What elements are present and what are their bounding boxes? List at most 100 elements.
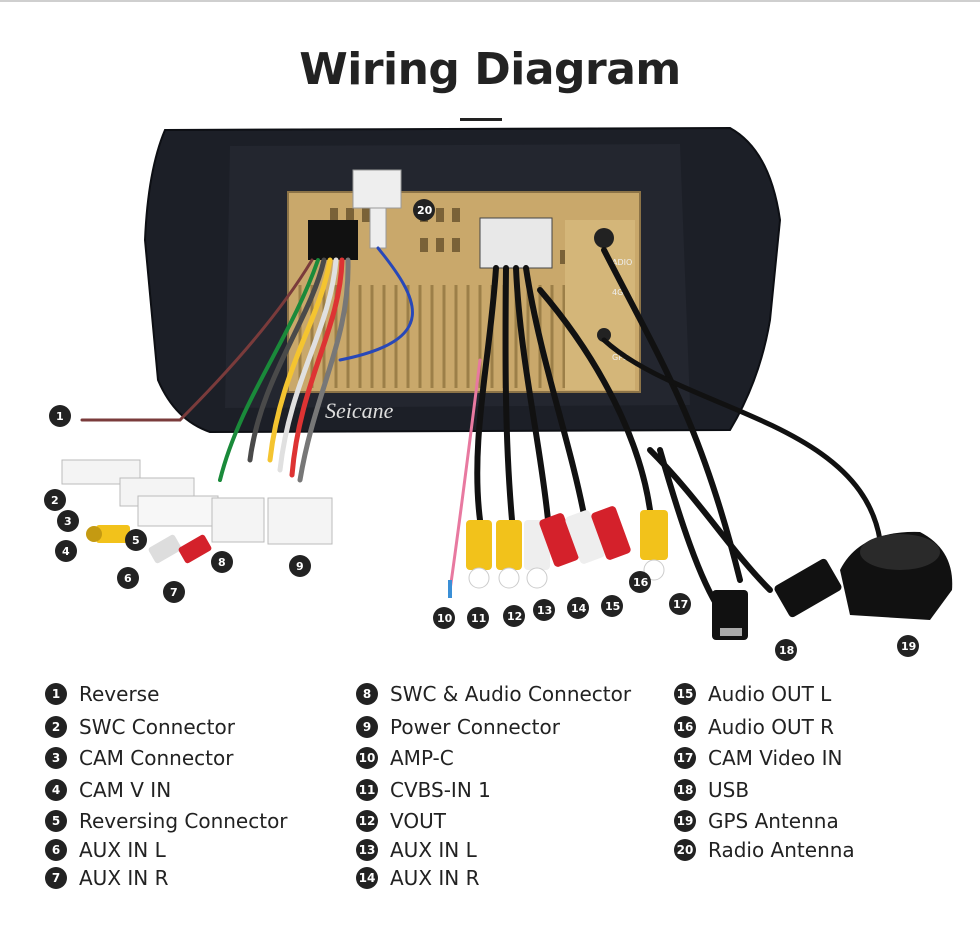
legend-number: 18 bbox=[674, 779, 696, 801]
legend-label: AMP-C bbox=[390, 746, 454, 770]
legend-number: 11 bbox=[356, 779, 378, 801]
aux-in-r-rca-plug bbox=[178, 534, 212, 564]
svg-text:1: 1 bbox=[56, 410, 64, 423]
svg-text:18: 18 bbox=[779, 644, 794, 657]
legend-number: 6 bbox=[45, 839, 67, 861]
legend-number: 7 bbox=[45, 867, 67, 889]
legend-item: 1 Reverse bbox=[45, 682, 159, 706]
svg-text:20: 20 bbox=[417, 204, 433, 217]
legend-label: CVBS-IN 1 bbox=[390, 778, 491, 802]
svg-text:13: 13 bbox=[537, 604, 552, 617]
legend-item: 14 AUX IN R bbox=[356, 866, 480, 890]
svg-text:8: 8 bbox=[218, 556, 226, 569]
aux-in-l-rca-plug bbox=[148, 534, 182, 564]
brand-watermark: Seicane bbox=[325, 398, 394, 423]
legend-item: 17 CAM Video IN bbox=[674, 746, 843, 770]
rca-plugs-bottom bbox=[466, 506, 668, 589]
legend-number: 10 bbox=[356, 747, 378, 769]
legend-item: 13 AUX IN L bbox=[356, 838, 477, 862]
svg-text:10: 10 bbox=[437, 612, 453, 625]
swc-audio-connector bbox=[211, 497, 265, 543]
svg-text:4: 4 bbox=[62, 545, 70, 558]
svg-text:2: 2 bbox=[51, 494, 59, 507]
radio-antenna-connector bbox=[352, 169, 402, 209]
antenna-socket-panel bbox=[565, 220, 635, 390]
svg-text:16: 16 bbox=[633, 576, 649, 589]
legend-label: AUX IN L bbox=[390, 838, 477, 862]
svg-text:5: 5 bbox=[132, 534, 140, 547]
legend-label: Reversing Connector bbox=[79, 809, 288, 833]
legend-item: 10 AMP-C bbox=[356, 746, 454, 770]
legend-number: 5 bbox=[45, 810, 67, 832]
svg-text:3: 3 bbox=[64, 515, 72, 528]
legend-item: 3 CAM Connector bbox=[45, 746, 233, 770]
radio-antenna-jack bbox=[594, 228, 614, 248]
multi-pin-socket bbox=[479, 217, 553, 269]
legend-number: 9 bbox=[356, 716, 378, 738]
title-underline bbox=[460, 118, 502, 121]
legend-number: 19 bbox=[674, 810, 696, 832]
legend-number: 1 bbox=[45, 683, 67, 705]
legend-label: SWC & Audio Connector bbox=[390, 682, 632, 706]
legend-item: 19 GPS Antenna bbox=[674, 809, 839, 833]
svg-text:14: 14 bbox=[571, 602, 587, 615]
legend-item: 7 AUX IN R bbox=[45, 866, 169, 890]
legend-label: Reverse bbox=[79, 682, 160, 706]
legend-number: 17 bbox=[674, 747, 696, 769]
main-socket bbox=[308, 220, 358, 260]
legend-number: 8 bbox=[356, 683, 378, 705]
legend-label: Audio OUT R bbox=[708, 715, 835, 739]
legend-label: Radio Antenna bbox=[708, 838, 855, 862]
svg-text:19: 19 bbox=[901, 640, 916, 653]
legend-label: CAM V IN bbox=[79, 778, 172, 802]
svg-text:12: 12 bbox=[507, 610, 522, 623]
legend-label: CAM Connector bbox=[79, 746, 234, 770]
legend-item: 8 SWC & Audio Connector bbox=[356, 682, 631, 706]
legend-number: 4 bbox=[45, 779, 67, 801]
legend-item: 4 CAM V IN bbox=[45, 778, 171, 802]
legend-item: 11 CVBS-IN 1 bbox=[356, 778, 491, 802]
usb-connectors bbox=[712, 558, 842, 640]
legend-number: 12 bbox=[356, 810, 378, 832]
legend-label: AUX IN R bbox=[79, 866, 169, 890]
page-title: Wiring Diagram bbox=[299, 44, 681, 95]
white-multi-connector bbox=[137, 495, 219, 527]
panel-label-4g: 4G bbox=[612, 288, 623, 297]
legend-item: 18 USB bbox=[674, 778, 749, 802]
svg-text:15: 15 bbox=[605, 600, 620, 613]
panel-label-gps: GPS bbox=[612, 353, 628, 362]
legend-label: USB bbox=[708, 778, 750, 802]
legend-number: 3 bbox=[45, 747, 67, 769]
legend-label: AUX IN L bbox=[79, 838, 166, 862]
legend-number: 14 bbox=[356, 867, 378, 889]
svg-text:6: 6 bbox=[124, 572, 132, 585]
wiring-diagram-illustration: ADIO 4G GPS Seicane bbox=[44, 126, 953, 661]
legend-item: 16 Audio OUT R bbox=[674, 715, 834, 739]
legend-item: 15 Audio OUT L bbox=[674, 682, 831, 706]
legend-label: CAM Video IN bbox=[708, 746, 843, 770]
power-connector bbox=[267, 497, 333, 545]
diagram-callouts: 1 2 3 4 5 6 7 8 9 10 11 12 13 14 15 16 1… bbox=[44, 199, 919, 661]
gps-jack bbox=[597, 328, 611, 342]
legend-label: AUX IN R bbox=[390, 866, 480, 890]
top-divider bbox=[0, 0, 980, 2]
svg-text:11: 11 bbox=[471, 612, 486, 625]
svg-text:17: 17 bbox=[673, 598, 688, 611]
legend-item: 20 Radio Antenna bbox=[674, 838, 855, 862]
panel-label-adio: ADIO bbox=[612, 258, 632, 267]
cam-v-in-rca-plug bbox=[86, 525, 130, 543]
legend-label: Audio OUT L bbox=[708, 682, 832, 706]
legend-number: 15 bbox=[674, 683, 696, 705]
legend-number: 20 bbox=[674, 839, 696, 861]
legend-number: 13 bbox=[356, 839, 378, 861]
legend-item: 6 AUX IN L bbox=[45, 838, 166, 862]
gps-antenna-puck bbox=[840, 531, 953, 620]
svg-text:9: 9 bbox=[296, 560, 304, 573]
legend-item: 5 Reversing Connector bbox=[45, 809, 288, 833]
legend-number: 16 bbox=[674, 716, 696, 738]
legend-label: SWC Connector bbox=[79, 715, 235, 739]
legend-label: GPS Antenna bbox=[708, 809, 839, 833]
